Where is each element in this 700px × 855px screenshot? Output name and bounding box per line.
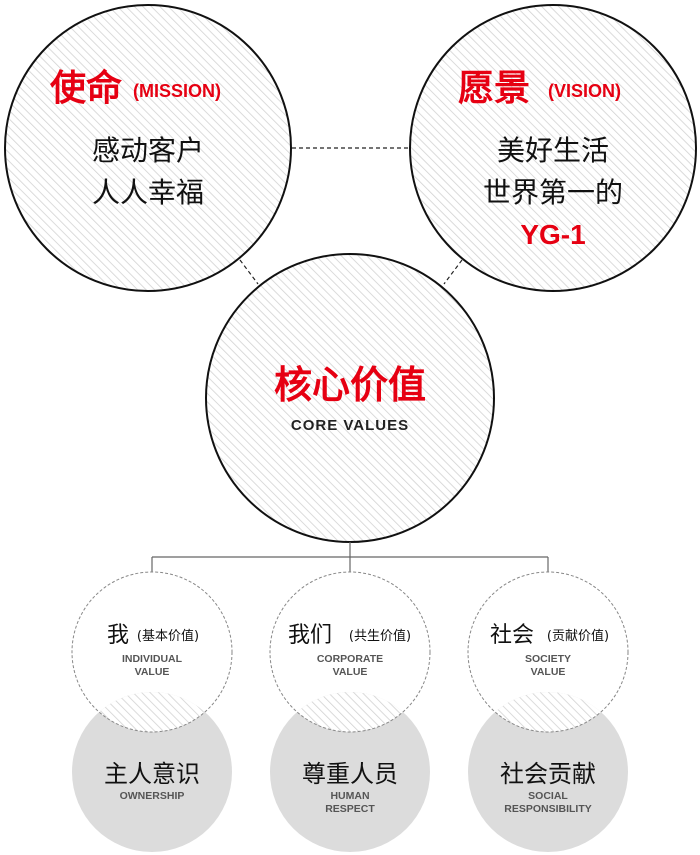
value-title: 我们 xyxy=(288,623,332,648)
mission-circle: 使命 (MISSION) 感动客户 人人幸福 xyxy=(4,4,292,292)
core-values-circle: 核心价值 CORE VALUES xyxy=(205,253,495,543)
value-en2: VALUE xyxy=(333,666,368,678)
vision-line2: 世界第一的 xyxy=(483,176,623,209)
value-group-corporate: 我们 (共生价值) CORPORATE VALUE 尊重人员 HUMAN RES… xyxy=(269,571,431,852)
value-en2: VALUE xyxy=(531,666,566,678)
vision-title: 愿景 xyxy=(458,68,530,109)
value-en2: VALUE xyxy=(135,666,170,678)
mission-title: 使命 xyxy=(50,67,122,109)
value-sub-title: 尊重人员 xyxy=(302,760,398,788)
value-sub-title: 主人意识 xyxy=(104,760,200,788)
value-paren: (基本价值) xyxy=(137,628,199,644)
value-sub-en2: RESPONSIBILITY xyxy=(504,803,592,815)
value-sub-title: 社会贡献 xyxy=(500,760,596,788)
core-title: 核心价值 xyxy=(274,363,426,407)
mission-subtitle: (MISSION) xyxy=(133,81,221,101)
vision-line1: 美好生活 xyxy=(497,134,609,167)
value-en1: CORPORATE xyxy=(317,653,383,665)
vision-line3: YG-1 xyxy=(520,219,585,250)
mission-line1: 感动客户 xyxy=(92,134,204,167)
mission-line2: 人人幸福 xyxy=(92,176,204,209)
value-title: 社会 xyxy=(490,623,534,648)
value-paren: (共生价值) xyxy=(349,628,411,644)
value-paren: (贡献价值) xyxy=(547,628,609,644)
vision-core-connector xyxy=(443,259,463,285)
value-sub-en2: RESPECT xyxy=(325,803,375,815)
value-group-society: 社会 (贡献价值) SOCIETY VALUE 社会贡献 SOCIAL RESP… xyxy=(467,571,629,852)
value-title: 我 xyxy=(107,623,129,648)
value-sub-en1: SOCIAL xyxy=(528,790,568,802)
value-en1: INDIVIDUAL xyxy=(122,653,183,665)
mission-core-connector xyxy=(239,259,259,285)
value-sub-en1: HUMAN xyxy=(330,790,369,802)
value-sub-en1: OWNERSHIP xyxy=(120,790,185,802)
vision-subtitle: (VISION) xyxy=(548,81,621,101)
value-en1: SOCIETY xyxy=(525,653,571,665)
vision-circle: 愿景 (VISION) 美好生活 世界第一的 YG-1 xyxy=(409,4,697,292)
core-subtitle: CORE VALUES xyxy=(291,417,409,434)
value-group-individual: 我 (基本价值) INDIVIDUAL VALUE 主人意识 OWNERSHIP xyxy=(71,571,233,852)
tree-connector xyxy=(151,542,549,572)
